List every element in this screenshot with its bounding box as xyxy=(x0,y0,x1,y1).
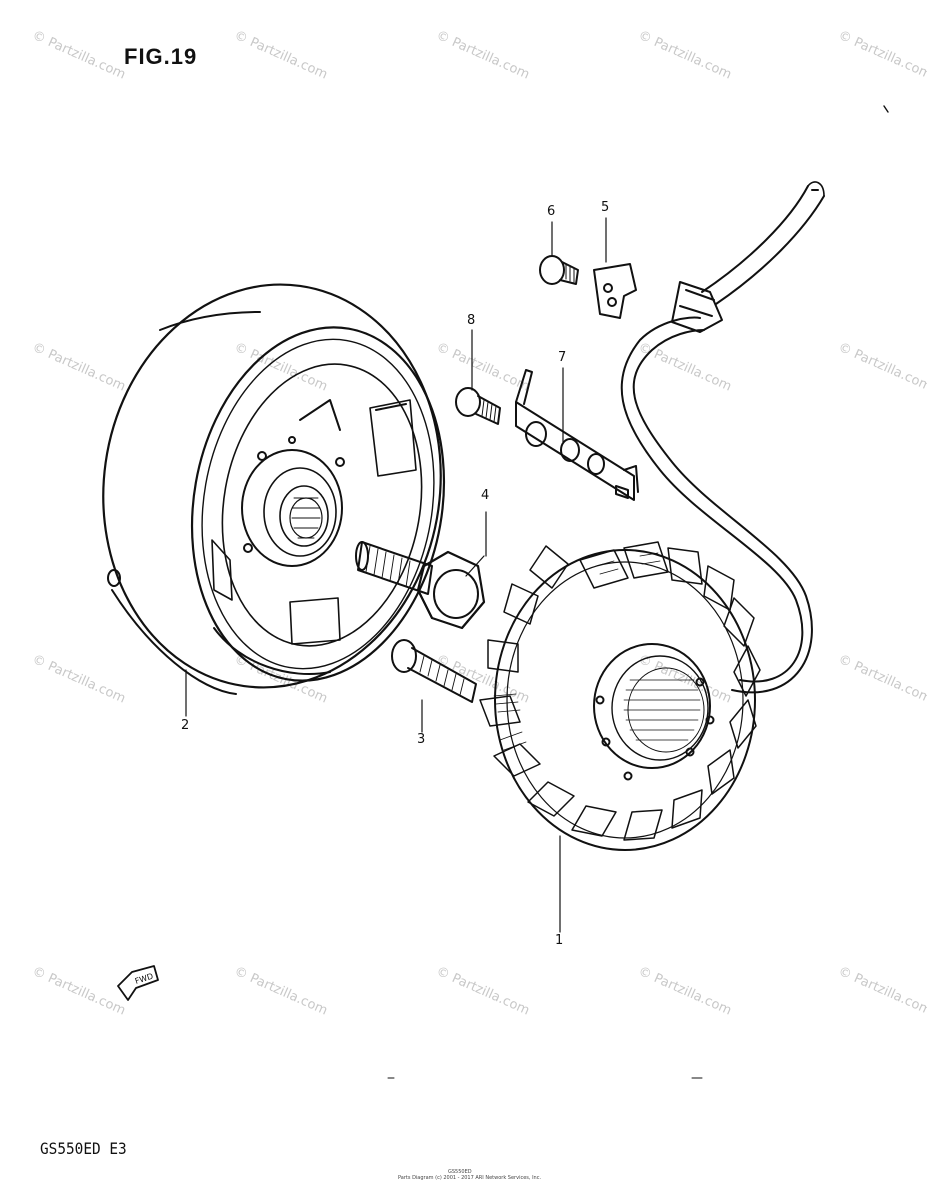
stator-coil-icon[interactable] xyxy=(479,541,761,851)
lead-wire xyxy=(620,181,825,694)
callout-7[interactable]: 7 xyxy=(558,350,567,365)
callout-2[interactable]: 2 xyxy=(181,718,190,733)
bolt-icon[interactable] xyxy=(391,639,477,703)
footer-code: GS550ED xyxy=(448,1169,472,1175)
bolt-icon[interactable] xyxy=(455,387,501,425)
callout-4[interactable]: 4 xyxy=(481,488,490,503)
callout-1[interactable]: 1 xyxy=(555,933,564,948)
flywheel-rotor-icon[interactable] xyxy=(78,263,472,710)
callout-6[interactable]: 6 xyxy=(547,204,556,219)
footer-copyright: Parts Diagram (c) 2001 - 2017 ARI Networ… xyxy=(398,1175,542,1181)
fwd-arrow-icon: FWD xyxy=(117,965,159,1001)
bolt-icon[interactable] xyxy=(539,255,579,285)
wire-clamp-plate-icon[interactable] xyxy=(515,369,639,501)
bolt-icon[interactable] xyxy=(355,541,486,630)
callout-8[interactable]: 8 xyxy=(467,313,476,328)
model-code: GS550ED E3 xyxy=(40,1139,127,1158)
figure-title: FIG.19 xyxy=(124,44,198,69)
lead-wire-clamp-icon[interactable] xyxy=(593,263,637,319)
callout-leaders xyxy=(185,217,607,933)
callout-5[interactable]: 5 xyxy=(601,200,610,215)
callout-3[interactable]: 3 xyxy=(417,732,426,747)
